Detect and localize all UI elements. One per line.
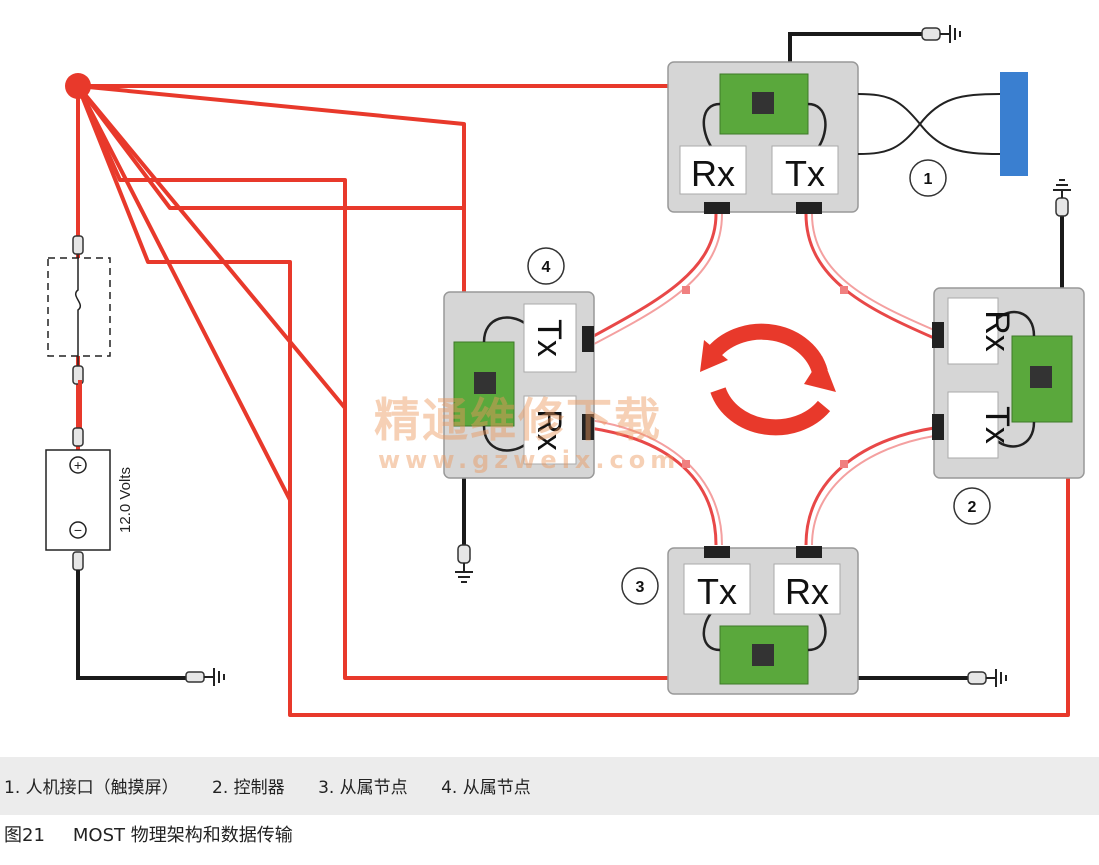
fiber-ring bbox=[589, 213, 935, 546]
node-2-rx-label: Rx bbox=[978, 310, 1016, 352]
most-architecture-diagram: + − 12.0 Volts bbox=[45, 24, 1085, 717]
watermark-text: 精通维修下载 bbox=[374, 393, 662, 447]
node-3-rx-box bbox=[773, 563, 841, 615]
node-2-number: 2 bbox=[968, 499, 977, 516]
data-flow-icon bbox=[700, 323, 836, 436]
power-wire-b bbox=[76, 85, 292, 500]
power-wires bbox=[76, 84, 1070, 717]
fiber-n2-n3-b bbox=[811, 435, 935, 546]
node-4-badge bbox=[527, 247, 565, 285]
battery-minus-label: − bbox=[74, 522, 82, 538]
node-3-rx-label: Rx bbox=[785, 571, 829, 612]
node-3-module: Tx Rx bbox=[667, 546, 859, 695]
fuse bbox=[47, 235, 111, 385]
node-4-rx-box bbox=[523, 395, 577, 465]
node-1-number: 1 bbox=[924, 171, 933, 188]
legend: 1. 人机接口（触摸屏） 2. 控制器 3. 从属节点 4. 从属节点 bbox=[4, 773, 559, 798]
legend-band bbox=[0, 757, 1099, 815]
node-4-tx-label: Tx bbox=[530, 319, 568, 357]
fiber-n1-n4 bbox=[589, 213, 718, 340]
node-4-number: 4 bbox=[542, 259, 551, 276]
battery-plus-terminal bbox=[69, 456, 87, 474]
node-2-rx-box bbox=[947, 297, 999, 365]
ground-terminals bbox=[454, 24, 1072, 688]
node-1-tx-box bbox=[771, 145, 839, 195]
node-1-badge bbox=[909, 159, 947, 197]
legend-item-1: 1. 人机接口（触摸屏） bbox=[4, 778, 179, 798]
fiber-n2-n3 bbox=[804, 426, 935, 546]
power-wire-node3 bbox=[76, 84, 725, 680]
node-4-module: Tx Rx bbox=[443, 291, 595, 479]
battery-voltage-label: 12.0 Volts bbox=[117, 467, 134, 533]
node-3-tx-label: Tx bbox=[697, 571, 737, 612]
fiber-n1-n2-b bbox=[811, 213, 935, 331]
node-1-rx-box bbox=[679, 145, 747, 195]
power-wire-c bbox=[76, 85, 347, 408]
node-1-module: Rx Tx bbox=[667, 61, 859, 214]
figure-title: MOST 物理架构和数据传输 bbox=[72, 825, 293, 846]
battery-minus-terminal bbox=[69, 521, 87, 539]
node-1-rx-label: Rx bbox=[691, 153, 735, 194]
node-3-badge bbox=[621, 567, 659, 605]
legend-item-3: 3. 从属节点 bbox=[318, 778, 408, 798]
battery: + − 12.0 Volts bbox=[45, 380, 225, 687]
figure-number: 图21 bbox=[4, 825, 45, 846]
power-wire-node4 bbox=[77, 84, 466, 345]
battery-plus-label: + bbox=[74, 457, 82, 473]
figure-caption: 图21 MOST 物理架构和数据传输 bbox=[4, 821, 321, 847]
node-1-tx-label: Tx bbox=[785, 153, 825, 194]
watermark-url: www.gzweix.com bbox=[378, 446, 681, 474]
power-wire-node2 bbox=[76, 85, 1070, 717]
node-2-tx-label: Tx bbox=[978, 406, 1016, 444]
fiber-connectors bbox=[682, 286, 848, 468]
node-2-module: Rx Tx bbox=[932, 287, 1085, 479]
node-2-tx-box bbox=[947, 391, 999, 459]
power-hub bbox=[65, 73, 91, 99]
node-3-tx-box bbox=[683, 563, 751, 615]
legend-item-4: 4. 从属节点 bbox=[441, 778, 531, 798]
power-wire-a bbox=[76, 84, 462, 210]
legend-item-2: 2. 控制器 bbox=[212, 778, 285, 798]
node-2-badge bbox=[953, 487, 991, 525]
fiber-n1-n2 bbox=[804, 213, 935, 340]
node-4-tx-box bbox=[523, 303, 577, 373]
hmi-display bbox=[857, 72, 1028, 176]
node-3-number: 3 bbox=[636, 579, 645, 596]
node-4-rx-label: Rx bbox=[530, 409, 568, 451]
